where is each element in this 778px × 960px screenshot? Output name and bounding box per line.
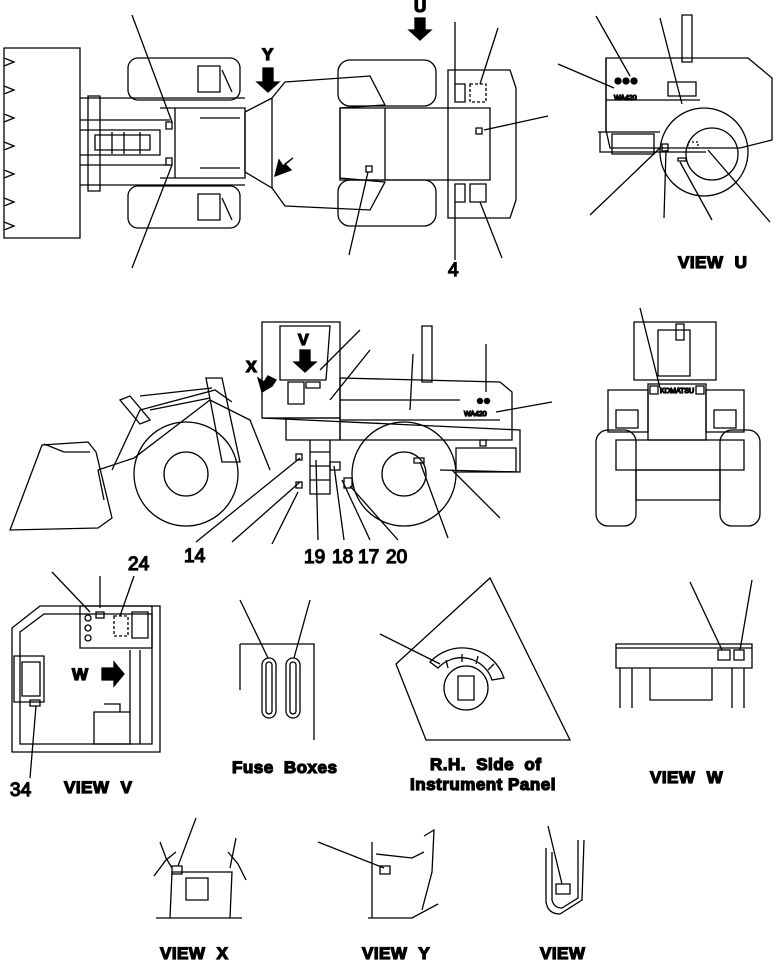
fuse-boxes-drawing	[240, 600, 314, 740]
callout-34: 34	[10, 780, 32, 801]
view-v-drawing	[12, 572, 160, 778]
instrument-panel-drawing	[380, 578, 570, 740]
view-y-drawing	[318, 830, 438, 918]
model-badge-u: WA420	[614, 95, 637, 102]
rear-view-loader	[596, 322, 760, 526]
caption-view-w: VIEW W	[650, 768, 724, 787]
marker-u: U	[414, 0, 426, 16]
callout-17: 17	[358, 547, 379, 568]
top-view-loader	[4, 15, 548, 268]
marker-w: W	[72, 665, 89, 684]
callout-20: 20	[386, 547, 407, 568]
callout-4: 4	[448, 260, 459, 281]
caption-view-plain: VIEW	[540, 944, 586, 960]
marker-y: Y	[262, 45, 274, 64]
callout-24: 24	[128, 554, 150, 575]
caption-view-v: VIEW V	[64, 778, 133, 797]
side-view-loader	[10, 308, 660, 544]
callout-14: 14	[184, 546, 206, 567]
callout-18: 18	[332, 547, 353, 568]
brand-badge-rear: KOMATSU	[660, 388, 694, 395]
caption-instrument-line1: R.H. Side of	[430, 755, 541, 774]
callout-19: 19	[304, 547, 325, 568]
view-x-drawing	[154, 818, 246, 918]
view-plain-drawing	[546, 826, 584, 914]
caption-fuse-boxes: Fuse Boxes	[232, 758, 337, 777]
marker-x: X	[246, 359, 257, 376]
model-badge-side: WA420	[464, 411, 487, 418]
view-u-drawing	[558, 15, 772, 222]
caption-instrument-line2: Instrument Panel	[410, 775, 556, 794]
caption-view-x: VIEW X	[160, 944, 229, 960]
caption-view-y: VIEW Y	[362, 944, 430, 960]
marker-v: V	[298, 332, 309, 349]
view-w-drawing	[616, 580, 752, 708]
caption-view-u: VIEW U	[678, 253, 747, 272]
